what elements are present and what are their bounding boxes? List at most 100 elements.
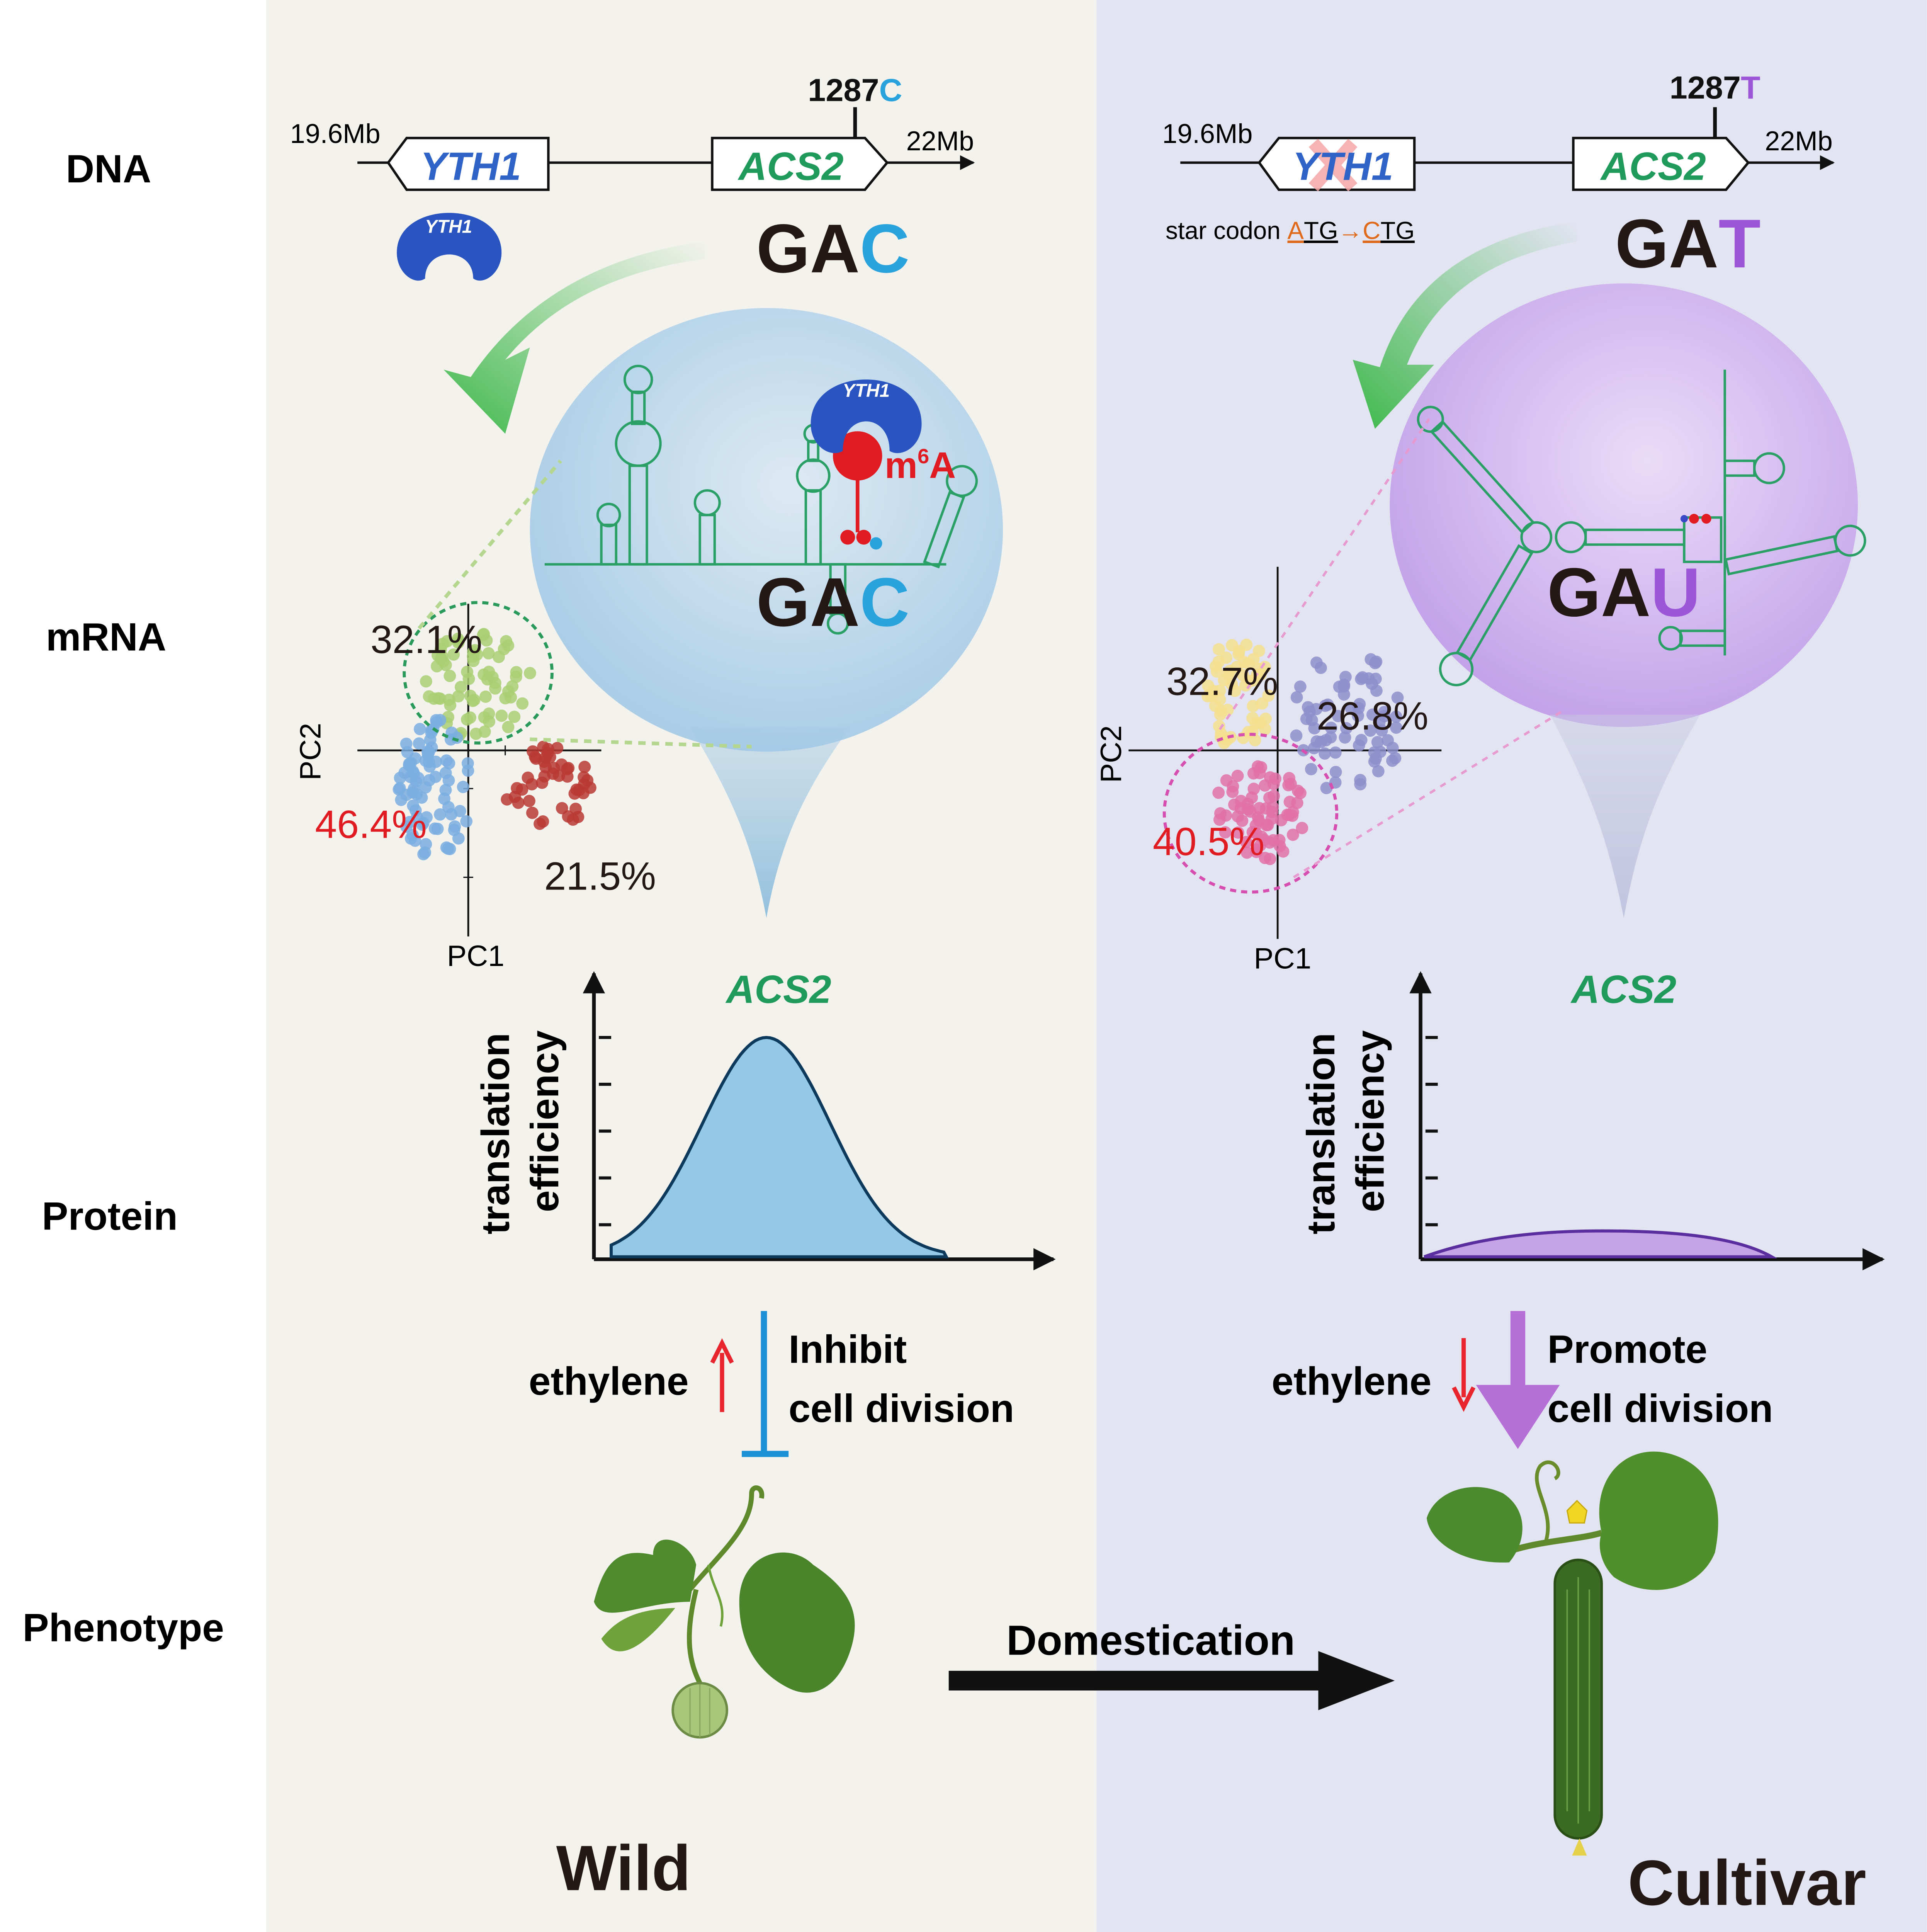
wild-ethylene-up-arrow	[710, 1338, 734, 1412]
cultivar-pca-purple-point	[1352, 702, 1365, 714]
cultivar-mrna-drip	[1550, 714, 1700, 918]
wild-plant-illustration	[594, 1485, 855, 1739]
cultivar-pca-yellow-pct: 32.7%	[1166, 659, 1278, 703]
cultivar-pca-purple-point	[1325, 721, 1337, 734]
cultivar-pca-pink-point	[1255, 761, 1268, 774]
wild-acs2-gene-box	[711, 136, 889, 191]
cultivar-pca-purple-point	[1321, 698, 1334, 711]
domestication-label: Domestication	[1006, 1617, 1295, 1664]
cultivar-ethylene-down-arrow	[1452, 1338, 1476, 1412]
cultivar-pca-plot: 32.7% 26.8% 40.5% PC1 PC2	[1095, 418, 1565, 975]
cultivar-pca-purple-point	[1319, 747, 1331, 760]
wild-rna-codon: GAC	[756, 563, 910, 641]
wild-pca-blue-point	[440, 754, 453, 767]
cultivar-pca-purple-point	[1337, 680, 1350, 693]
cultivar-pca-purple-point	[1375, 724, 1388, 737]
wild-pca-blue-point	[404, 832, 417, 845]
cultivar-pca-pink-point	[1291, 796, 1303, 809]
wild-ylabel-1: translation	[473, 1033, 517, 1235]
wild-yth1-protein: YTH1	[397, 213, 502, 281]
wild-pca-green-point	[489, 682, 501, 695]
cultivar-pca-purple-point	[1372, 765, 1385, 777]
cultivar-plant-illustration	[1426, 1451, 1718, 1856]
cultivar-snp-label: 1287T	[1670, 70, 1760, 105]
cultivar-locus-end: 22Mb	[1765, 126, 1832, 156]
wild-pca-green-point	[478, 711, 491, 724]
cultivar-leaf-left	[1426, 1487, 1523, 1563]
row-label-phenotype: Phenotype	[22, 1605, 224, 1650]
wild-pca-red-point	[511, 782, 523, 794]
cultivar-pca-yellow-point	[1213, 720, 1225, 733]
cultivar-codon: GAT	[1615, 205, 1761, 282]
cultivar-promote-arrow	[1476, 1311, 1560, 1449]
cultivar-pca-purple-point	[1310, 703, 1323, 716]
cultivar-pca-pink-pct: 40.5%	[1153, 820, 1264, 864]
cultivar-pca-pink-point	[1226, 786, 1239, 798]
wild-pca-red-point	[561, 770, 574, 783]
wild-pca-blue-point	[442, 842, 454, 855]
wild-pca-red-point	[537, 740, 550, 753]
cultivar-pca-purple-point	[1332, 710, 1344, 723]
cultivar-pca-purple-point	[1391, 691, 1404, 704]
cultivar-pca-pink-point	[1231, 770, 1244, 782]
wild-pca-blue-point	[454, 805, 466, 818]
wild-pca-red-point	[544, 751, 556, 764]
wild-pca-green-point	[482, 647, 495, 660]
wild-locus-end: 22Mb	[906, 126, 974, 156]
wild-pca-red-pct: 21.5%	[544, 854, 656, 898]
wild-pca-blue-point	[462, 764, 474, 777]
wild-m6a-label: m6A	[885, 445, 956, 486]
row-label-dna: DNA	[66, 147, 151, 191]
cultivar-mrna-blob	[1390, 283, 1858, 727]
wild-pca-green-point	[500, 635, 513, 648]
cultivar-pca-purple-point	[1329, 765, 1342, 778]
cultivar-acs2-gene-box	[1572, 136, 1750, 191]
wild-yth1-rna-label: YTH1	[843, 381, 890, 401]
wild-yth1-gene-box	[386, 136, 550, 191]
wild-pca-blue-point	[430, 755, 442, 768]
cultivar-pca-pink-point	[1220, 774, 1233, 787]
wild-pca-green-point	[428, 692, 440, 705]
cultivar-pca-pink-point	[1283, 772, 1295, 784]
wild-mrna-drip	[690, 727, 850, 918]
cultivar-chart-title: ACS2	[1570, 968, 1676, 1012]
cultivar-pca-purple-point	[1340, 722, 1353, 735]
cultivar-pca-pink-point	[1240, 846, 1253, 859]
cultivar-pca-pc2: PC2	[1095, 725, 1128, 783]
wild-pca-red-point	[525, 778, 538, 791]
wild-pca-blue-point	[419, 754, 432, 767]
cultivar-pca-purple-point	[1364, 724, 1376, 737]
wild-codon: GAC	[756, 210, 910, 287]
wild-pca-blue-point	[439, 767, 452, 779]
cultivar-rna-structure	[1417, 369, 1866, 687]
cultivar-acs2-label: ACS2	[1600, 145, 1706, 189]
wild-effect-2: cell division	[788, 1386, 1014, 1430]
cultivar-pca-pink-point	[1254, 839, 1266, 852]
cultivar-pca-yellow-point	[1220, 651, 1232, 664]
cultivar-pca-purple-point	[1290, 691, 1303, 704]
wild-pca-green-point	[499, 692, 512, 705]
cultivar-pca-pink-point	[1268, 789, 1280, 802]
wild-pca-red-point	[562, 810, 574, 823]
wild-pca-blue-point	[450, 731, 463, 744]
cultivar-pca-purple-pct: 26.8%	[1317, 694, 1428, 738]
cultivar-pca-purple-point	[1353, 739, 1365, 752]
cultivar-pca-yellow-point	[1202, 679, 1215, 692]
cultivar-pca-yellow-point	[1237, 669, 1249, 682]
cultivar-pca-yellow-point	[1262, 689, 1275, 702]
cultivar-pca-purple-point	[1371, 736, 1384, 748]
wild-pca-green-point	[452, 633, 464, 645]
cultivar-pca-purple-point	[1386, 742, 1399, 754]
wild-hormone: ethylene	[529, 1359, 689, 1403]
wild-pca-blue-point	[414, 723, 426, 735]
row-label-mrna: mRNA	[46, 615, 167, 659]
wild-effect-1: Inhibit	[788, 1327, 907, 1371]
wild-pca-green-point	[454, 680, 467, 693]
wild-pca-blue-point	[403, 757, 416, 770]
wild-pca-blue-point	[438, 793, 450, 805]
cultivar-start-codon-note: star codon ATG→CTG	[1166, 217, 1415, 245]
wild-leaf-left-2	[601, 1608, 675, 1651]
cultivar-yth1-label: YTH1	[1293, 145, 1393, 189]
cultivar-title: Cultivar	[1628, 1847, 1866, 1919]
cultivar-pca-pink-point	[1286, 806, 1299, 818]
